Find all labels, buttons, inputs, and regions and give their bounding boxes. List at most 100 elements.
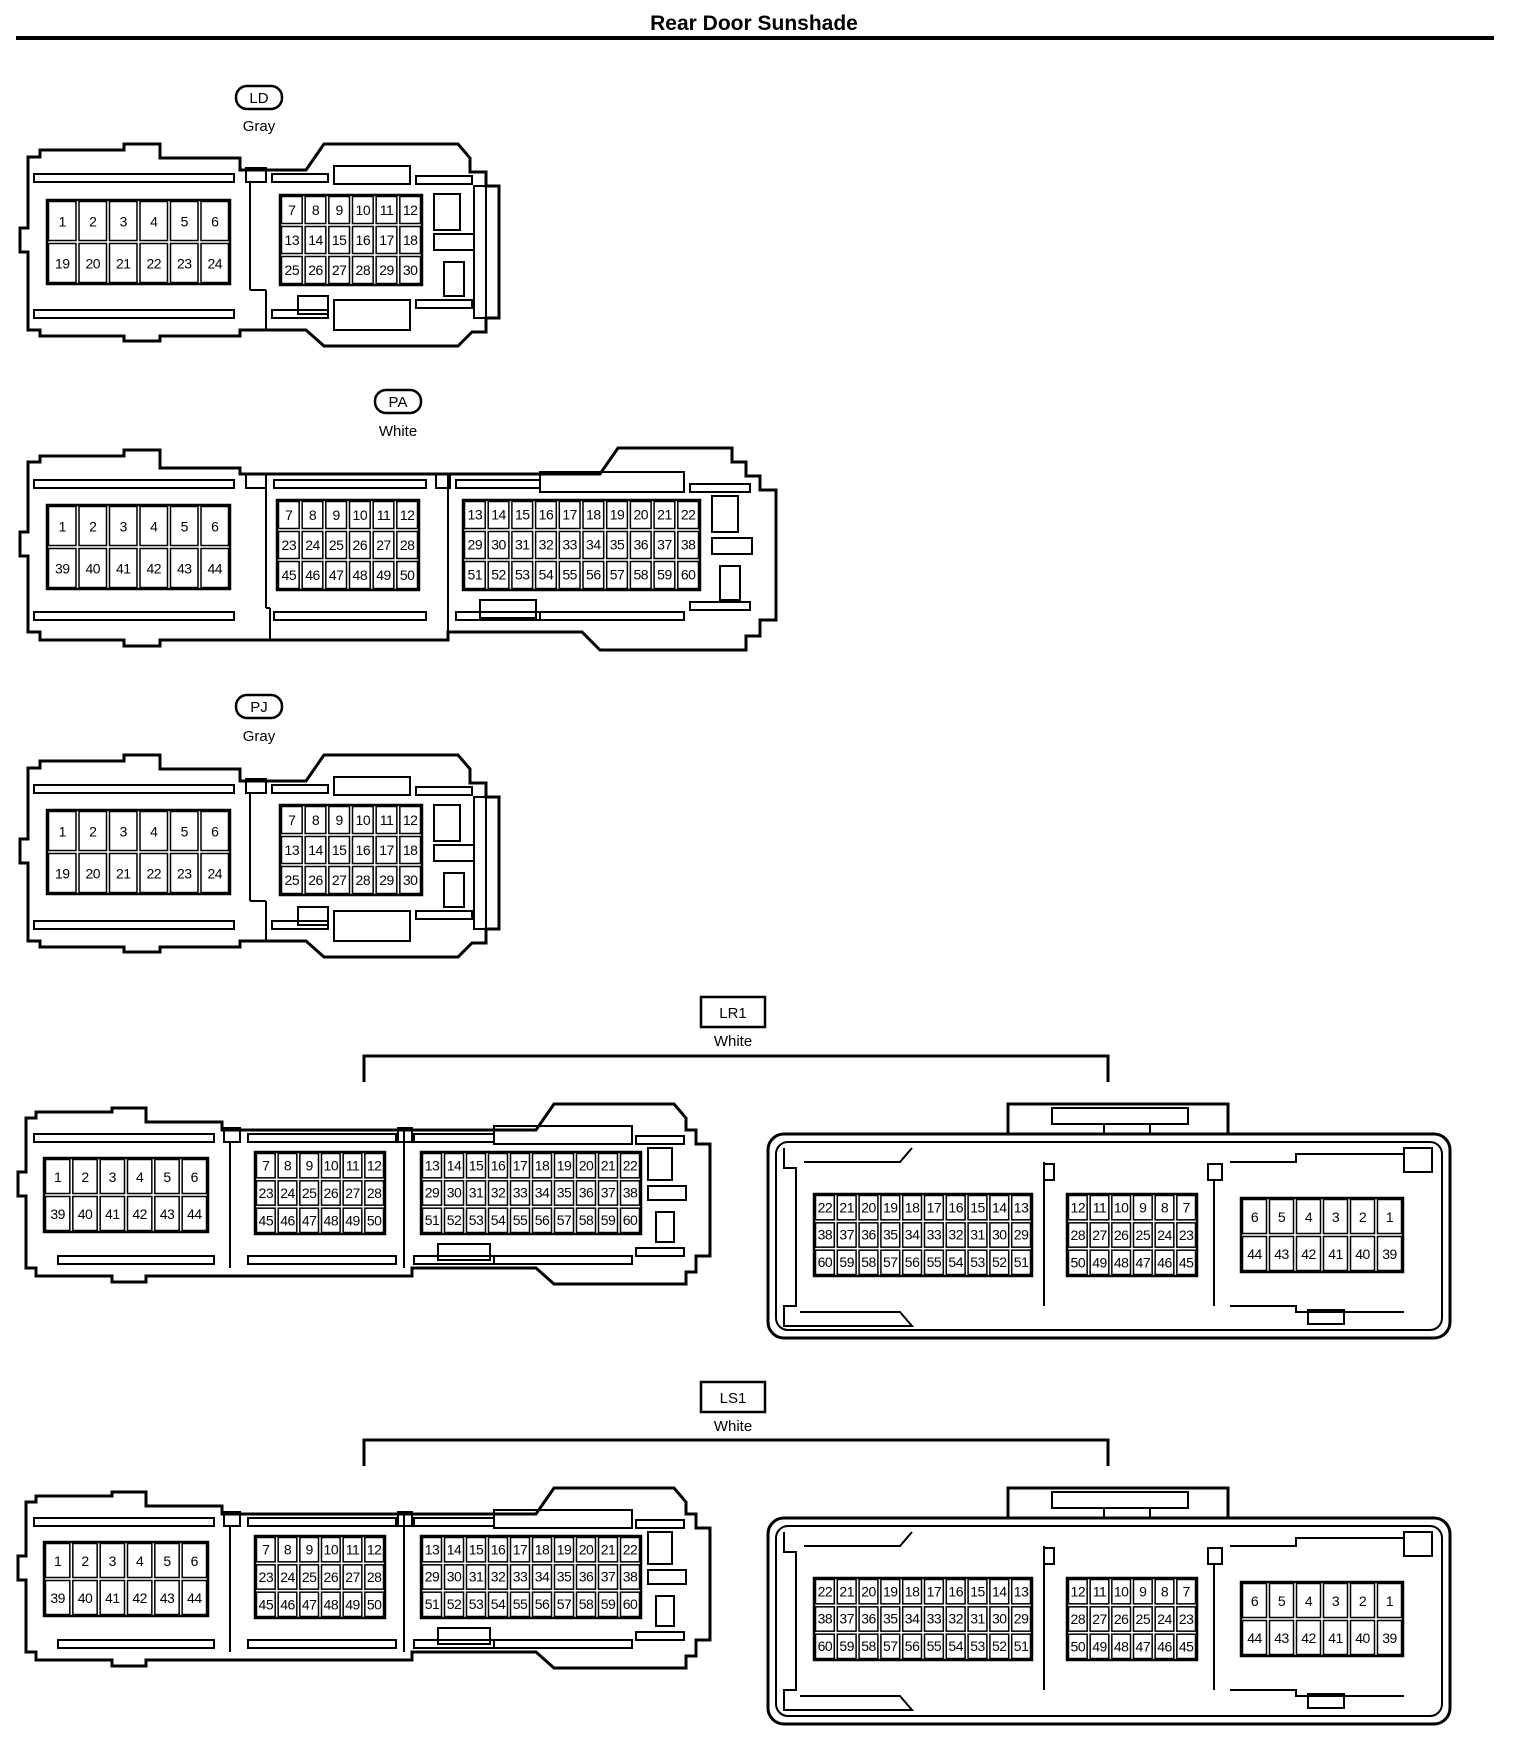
pin-cell [399, 865, 422, 895]
pin-number: 31 [970, 1227, 985, 1243]
pin-cell [443, 1536, 465, 1563]
pin-cell [880, 1222, 901, 1248]
pin-cell [421, 1207, 443, 1234]
pin-number: 12 [403, 812, 418, 828]
pin-cell [487, 1207, 509, 1234]
pin-cell [619, 1152, 641, 1179]
pin-cell [575, 1152, 597, 1179]
pin-cell [989, 1249, 1010, 1276]
pin-number: 56 [586, 567, 601, 583]
pin-cell [967, 1633, 988, 1660]
pin-cell [421, 1180, 443, 1206]
connector-lr1-id: LR1 [719, 1005, 747, 1022]
pin-cell [814, 1249, 836, 1276]
pin-number: 5 [181, 213, 189, 229]
pin-cell [1010, 1606, 1032, 1632]
pin-number: 30 [992, 1611, 1007, 1627]
pin-number: 57 [883, 1254, 898, 1270]
pin-number: 12 [400, 507, 415, 523]
pin-cell [465, 1591, 487, 1618]
pin-cell [1295, 1619, 1322, 1656]
pin-cell [858, 1222, 879, 1248]
pin-cell [44, 1158, 71, 1195]
pin-cell [945, 1222, 966, 1248]
pin-cell [1067, 1222, 1088, 1248]
pin-cell [814, 1222, 836, 1248]
pin-number: 40 [78, 1206, 93, 1222]
pin-number: 50 [1071, 1254, 1086, 1270]
pin-cell [1067, 1194, 1088, 1221]
pin-number: 30 [403, 262, 418, 278]
pin-cell [301, 500, 324, 530]
pin-cell [531, 1564, 553, 1590]
connector-ld-color: Gray [243, 118, 276, 135]
pin-number: 7 [1183, 1584, 1191, 1600]
pin-number: 58 [633, 567, 648, 583]
pin-cell [443, 1152, 465, 1179]
pin-number: 6 [1251, 1593, 1259, 1609]
pin-cell [487, 1591, 509, 1618]
pin-number: 49 [1092, 1638, 1107, 1654]
pin-number: 54 [491, 1212, 506, 1228]
pin-number: 30 [491, 537, 506, 553]
pin-cell [901, 1222, 923, 1248]
pin-number: 32 [491, 1185, 506, 1201]
pin-number: 39 [1382, 1246, 1397, 1262]
pin-cell [47, 200, 77, 242]
pin-cell [1349, 1582, 1376, 1619]
pin-cell [1176, 1578, 1197, 1605]
pin-cell [399, 805, 422, 835]
pin-number: 18 [403, 842, 418, 858]
pin-cell [487, 560, 510, 590]
pin-cell [509, 1564, 531, 1590]
pin-number: 27 [332, 262, 347, 278]
connector-lr1-label: LR1 White [362, 995, 1110, 1082]
pin-cell [277, 1152, 298, 1179]
pin-cell [1154, 1578, 1175, 1605]
pin-number: 57 [557, 1212, 572, 1228]
pin-number: 42 [1301, 1630, 1316, 1646]
connector-ld-id: LD [249, 90, 268, 107]
pin-number: 48 [324, 1212, 339, 1228]
pin-number: 1 [54, 1553, 62, 1569]
pin-cell [1176, 1194, 1197, 1221]
pin-cell [1268, 1198, 1295, 1235]
pin-number: 38 [818, 1611, 833, 1627]
pin-number: 22 [146, 255, 161, 271]
pin-number: 25 [285, 262, 300, 278]
pin-number: 43 [1274, 1630, 1289, 1646]
pin-grid-frame [1239, 1580, 1405, 1658]
pin-number: 27 [376, 537, 391, 553]
pin-number: 15 [515, 507, 530, 523]
pin-number: 23 [177, 865, 192, 881]
pin-cell [1176, 1222, 1197, 1248]
pin-number: 47 [302, 1596, 317, 1612]
pin-cell [443, 1591, 465, 1618]
pin-cell [255, 1207, 276, 1234]
pin-cell [575, 1180, 597, 1206]
pin-cell [619, 1207, 641, 1234]
pin-number: 52 [992, 1254, 1007, 1270]
pin-cell [858, 1194, 879, 1221]
pin-cell [923, 1249, 945, 1276]
pin-cell [325, 560, 348, 590]
pin-cell [597, 1207, 619, 1234]
pin-cell [375, 225, 398, 255]
pin-number: 2 [1359, 1209, 1367, 1225]
pin-cell [421, 1564, 443, 1590]
pin-cell [487, 530, 510, 560]
pin-number: 31 [970, 1611, 985, 1627]
page-title: Rear Door Sunshade [650, 12, 858, 35]
pin-number: 47 [329, 567, 344, 583]
pin-cell [342, 1180, 363, 1206]
pin-number: 33 [513, 1569, 528, 1585]
pin-cell [375, 195, 398, 225]
pin-cell [989, 1194, 1010, 1221]
pin-cell [351, 835, 374, 865]
pin-number: 56 [535, 1212, 550, 1228]
pin-number: 22 [681, 507, 696, 523]
pin-cell [139, 242, 169, 284]
pin-cell [78, 242, 108, 284]
